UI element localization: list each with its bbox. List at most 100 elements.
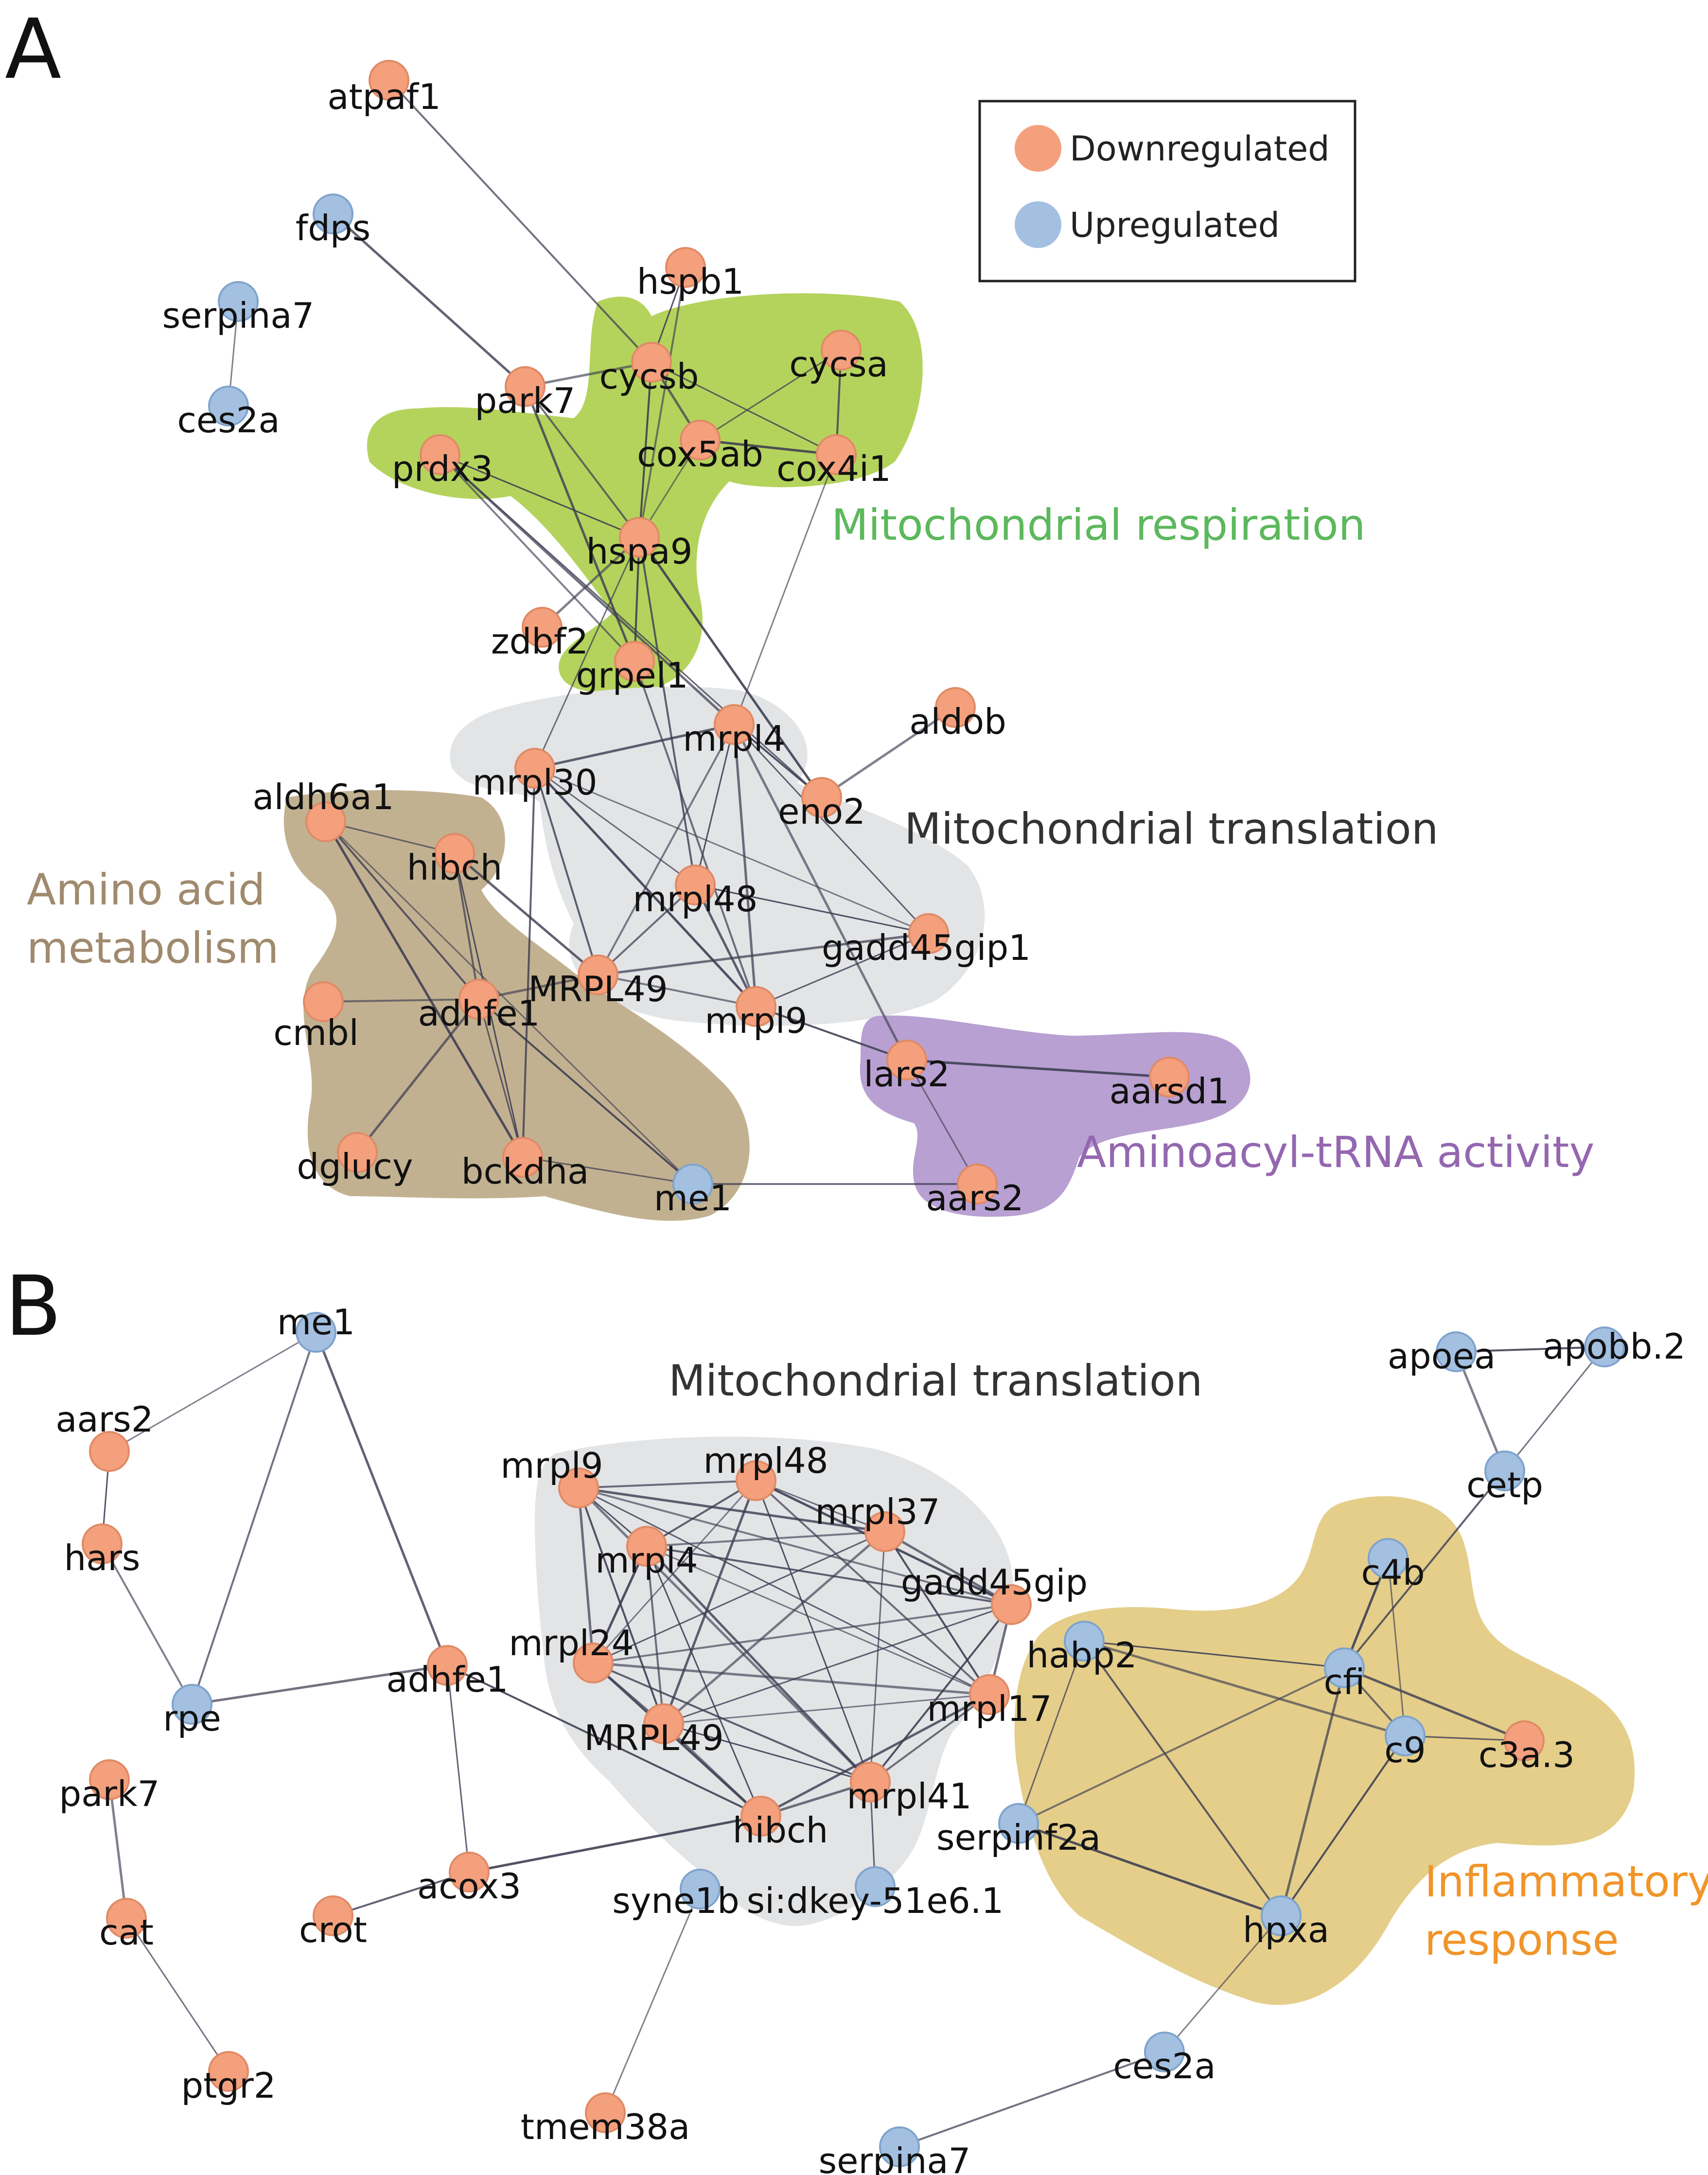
node-b-mrpl4[interactable] [626, 1526, 667, 1567]
node-b-c9[interactable] [1385, 1715, 1426, 1756]
node-b-c4b[interactable] [1368, 1538, 1409, 1579]
edge-b-mrpl37-gadd45gip [884, 1530, 1012, 1606]
node-b-ptgr2[interactable] [208, 2051, 249, 2092]
node-a-hspa9[interactable] [619, 517, 660, 558]
node-b-mrpl24[interactable] [573, 1643, 614, 1683]
edge-b-mrpl9-mrpl17 [578, 1487, 990, 1696]
node-b-mrpl41[interactable] [850, 1762, 891, 1803]
node-a-aars2[interactable] [957, 1164, 998, 1204]
node-a-MRPL49[interactable] [578, 955, 618, 995]
node-b-sidkey[interactable] [855, 1866, 896, 1907]
node-b-habp2[interactable] [1064, 1621, 1105, 1662]
node-label-b-apoea: apoea [1388, 1336, 1496, 1377]
edge-b-mrpl24-mrpl17 [593, 1662, 990, 1696]
node-b-rpe[interactable] [172, 1684, 212, 1725]
node-a-park7[interactable] [505, 366, 546, 407]
node-label-a-aldh6a1: aldh6a1 [252, 777, 394, 817]
node-a-me1[interactable] [672, 1164, 713, 1204]
node-label-a-cycsa: cycsa [789, 344, 888, 385]
node-b-adhfe1[interactable] [427, 1645, 468, 1686]
node-b-gadd45gip[interactable] [991, 1584, 1032, 1625]
node-label-b-me1: me1 [277, 1302, 355, 1343]
node-b-apoea[interactable] [1436, 1331, 1477, 1372]
node-a-hspb1[interactable] [665, 247, 706, 288]
node-a-eno2[interactable] [801, 777, 842, 818]
edge-b-mrpl37-MRPL49 [663, 1531, 886, 1725]
node-b-syne1b[interactable] [680, 1869, 721, 1910]
node-b-cetp[interactable] [1484, 1450, 1525, 1491]
node-b-serpina7[interactable] [879, 2126, 920, 2167]
node-b-mrpl37[interactable] [864, 1511, 905, 1552]
node-a-mrpl4[interactable] [714, 704, 755, 745]
edge-a-hspa9-zdbf2 [541, 536, 640, 628]
edge-a-mrpl48-MRPL49 [597, 884, 696, 976]
edge-b-cfi-serpinf2a [1018, 1667, 1345, 1824]
node-label-a-serpina7: serpina7 [162, 295, 315, 336]
edges-b [101, 1331, 1605, 2148]
node-b-mrpl48[interactable] [736, 1460, 776, 1501]
edge-a-mrpl48-gadd45gip1 [695, 884, 929, 935]
node-b-hars[interactable] [82, 1523, 123, 1564]
edge-a-cox5ab-cox4i1 [700, 439, 837, 456]
cluster-label-mitochondrial-translation-b: Mitochondrial translation [669, 1356, 1203, 1406]
edge-b-gadd45gip-mrpl41 [869, 1604, 1012, 1783]
node-a-lars2[interactable] [886, 1040, 927, 1080]
node-a-aldob[interactable] [935, 687, 976, 728]
edge-b-mrpl17-hibch [760, 1693, 990, 1818]
node-a-mrpl30[interactable] [514, 748, 555, 789]
node-a-cycsb[interactable] [631, 342, 672, 383]
edge-a-prdx3-hspa9 [440, 454, 640, 538]
node-a-prdx3[interactable] [420, 434, 460, 475]
node-a-grpel1[interactable] [614, 641, 655, 682]
node-b-mrpl17[interactable] [969, 1674, 1010, 1715]
node-b-apobb2[interactable] [1584, 1326, 1625, 1367]
node-a-ces2a[interactable] [208, 386, 249, 426]
node-label-b-hars: hars [64, 1538, 141, 1578]
node-label-b-cat: cat [99, 1912, 154, 1953]
node-a-bckdha[interactable] [502, 1137, 543, 1178]
node-b-park7[interactable] [89, 1759, 130, 1800]
node-a-dglucy[interactable] [337, 1132, 378, 1173]
node-a-cycsa[interactable] [821, 330, 862, 371]
edge-a-cycsb-park7 [525, 361, 652, 388]
node-label-a-park7: park7 [475, 380, 576, 421]
node-b-crot[interactable] [313, 1895, 353, 1936]
node-a-cox5ab[interactable] [680, 420, 721, 460]
node-b-hpxa[interactable] [1261, 1895, 1302, 1936]
node-a-serpina7[interactable] [218, 281, 259, 322]
node-b-hibch[interactable] [740, 1796, 781, 1837]
node-a-cmbl[interactable] [303, 981, 344, 1022]
node-b-me1[interactable] [296, 1312, 336, 1353]
node-a-hibch[interactable] [434, 833, 475, 874]
edge-b-ces2a-serpina7 [899, 2051, 1165, 2148]
edge-a-mrpl30-mrpl48 [534, 767, 696, 886]
node-a-fdps[interactable] [313, 194, 353, 234]
node-a-aarsd1[interactable] [1149, 1057, 1190, 1097]
node-a-adhfe1[interactable] [458, 979, 499, 1020]
node-b-MRPL49[interactable] [643, 1703, 684, 1744]
node-b-cfi[interactable] [1324, 1647, 1365, 1688]
node-a-mrpl48[interactable] [675, 865, 716, 905]
node-b-c3a3[interactable] [1504, 1720, 1545, 1761]
node-a-cox4i1[interactable] [816, 434, 857, 475]
node-b-mrpl9[interactable] [558, 1468, 599, 1508]
node-b-tmem38a[interactable] [585, 2092, 626, 2133]
edges-a [228, 79, 1170, 1185]
panel-b: B Mitochondrial translation Inflammatory… [5, 1258, 1708, 2175]
edge-b-hars-rpe [101, 1543, 193, 1705]
edge-b-mrpl4-mrpl24 [592, 1545, 648, 1664]
node-label-a-cox5ab: cox5ab [637, 434, 763, 475]
edge-b-mrpl48-MRPL49 [662, 1480, 757, 1724]
node-label-a-aarsd1: aarsd1 [1109, 1071, 1230, 1112]
node-a-mrpl9[interactable] [736, 986, 776, 1027]
node-a-zdbf2[interactable] [522, 607, 563, 648]
node-b-ces2a[interactable] [1144, 2032, 1185, 2072]
node-a-aldh6a1[interactable] [305, 801, 346, 842]
node-a-gadd45gip1[interactable] [908, 913, 949, 954]
node-b-cat[interactable] [106, 1898, 147, 1939]
node-b-serpinf2a[interactable] [998, 1803, 1039, 1844]
node-a-atpaf1[interactable] [369, 60, 409, 101]
node-label-a-mrpl9: mrpl9 [704, 1000, 807, 1041]
node-b-acox3[interactable] [449, 1852, 490, 1892]
node-b-aars2[interactable] [89, 1431, 130, 1472]
